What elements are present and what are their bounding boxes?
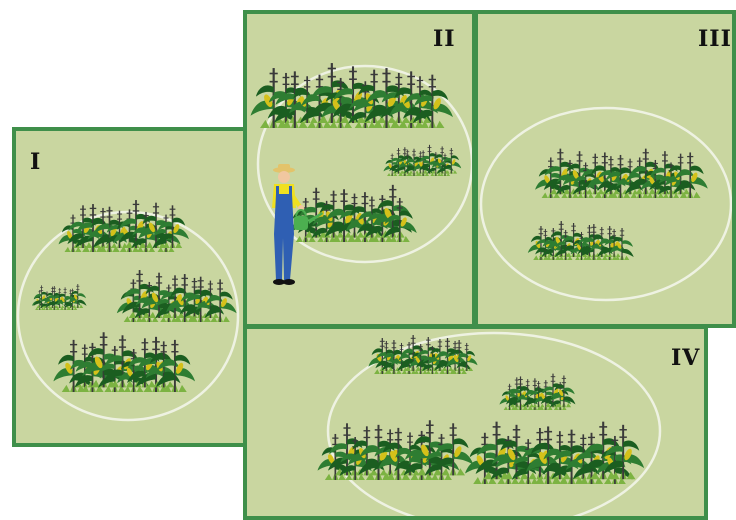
panel-I: I	[12, 127, 248, 447]
panel-II: II	[243, 10, 476, 328]
group-circle	[16, 131, 244, 443]
group-circle	[247, 329, 704, 516]
panel-III: III	[474, 10, 736, 328]
group-circle	[478, 14, 732, 324]
panel-IV: IV	[243, 325, 708, 520]
group-circle	[247, 14, 472, 324]
